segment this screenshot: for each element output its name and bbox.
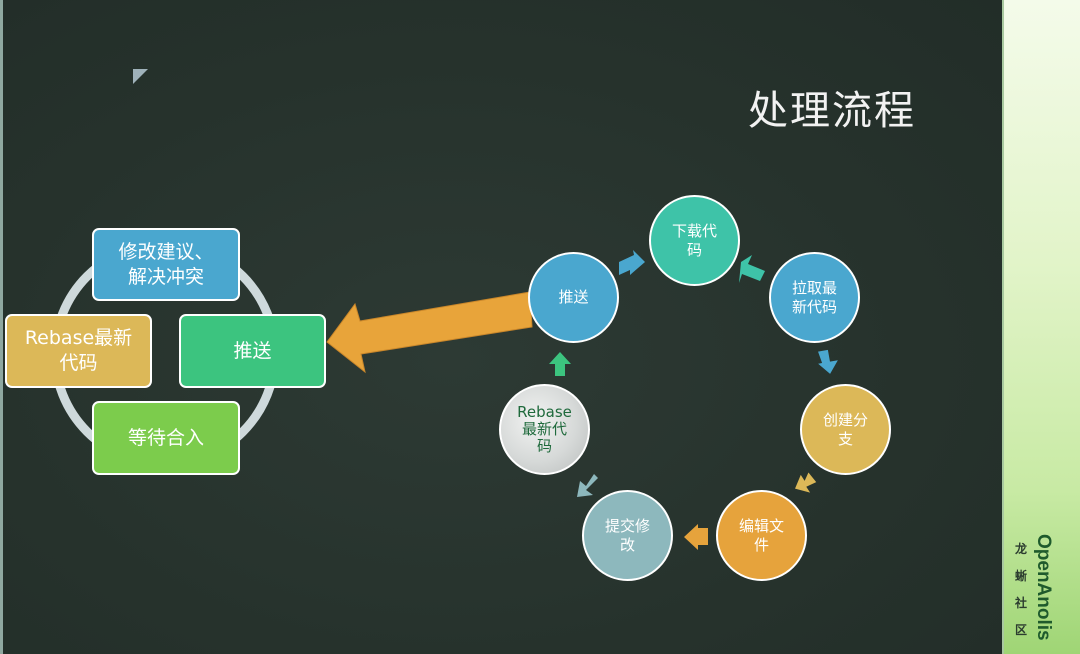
right-node-download: 下载代 码 — [649, 195, 740, 286]
right-node-push: 推送 — [528, 252, 619, 343]
right-node-pull: 拉取最 新代码 — [769, 252, 860, 343]
right-node-push-label: 推送 — [558, 288, 589, 306]
right-node-commit-label: 提交修 改 — [604, 516, 650, 554]
big-orange-arrow — [326, 291, 533, 374]
left-node-rebase-label: Rebase最新 代码 — [24, 327, 133, 374]
right-node-branch-label: 创建分 支 — [822, 410, 868, 448]
chevron-arrow-7 — [549, 352, 571, 376]
right-node-branch: 创建分 支 — [800, 384, 891, 475]
chevron-arrow-6 — [577, 474, 598, 497]
chevron-arrow-3 — [818, 349, 838, 374]
chevron-arrow-5 — [684, 524, 708, 550]
right-node-edit-label: 编辑文 件 — [738, 516, 784, 554]
right-node-commit: 提交修 改 — [582, 490, 673, 581]
left-node-push-label: 推送 — [233, 339, 272, 362]
chevron-arrow-4 — [795, 472, 817, 493]
left-node-wait-merge: 等待合入 — [92, 401, 240, 475]
slide-title: 处理流程 — [748, 88, 916, 134]
brand-chinese-text: 龙蜥社区 — [1014, 542, 1027, 637]
brand-sidebar — [1002, 0, 1080, 654]
left-node-push: 推送 — [179, 314, 326, 388]
left-node-wait-merge-label: 等待合入 — [127, 426, 204, 449]
slide-left-edge — [0, 0, 3, 654]
right-node-rebase-label: Rebase 最新代 码 — [517, 403, 572, 455]
left-node-rebase: Rebase最新 代码 — [5, 314, 152, 388]
chevron-arrow-2 — [739, 255, 765, 283]
corner-triangle-decoration — [133, 69, 148, 84]
right-node-rebase: Rebase 最新代 码 — [499, 384, 590, 475]
left-node-revise-label: 修改建议、 解决冲突 — [118, 240, 214, 288]
right-node-edit: 编辑文 件 — [716, 490, 807, 581]
left-node-revise: 修改建议、 解决冲突 — [92, 228, 240, 301]
brand-logo-text: OpenAnolis — [1033, 534, 1054, 641]
cycle-chevron-arrows — [549, 250, 838, 550]
right-node-pull-label: 拉取最 新代码 — [791, 278, 837, 316]
right-node-download-label: 下载代 码 — [671, 221, 717, 259]
chevron-arrow-1 — [619, 250, 645, 275]
